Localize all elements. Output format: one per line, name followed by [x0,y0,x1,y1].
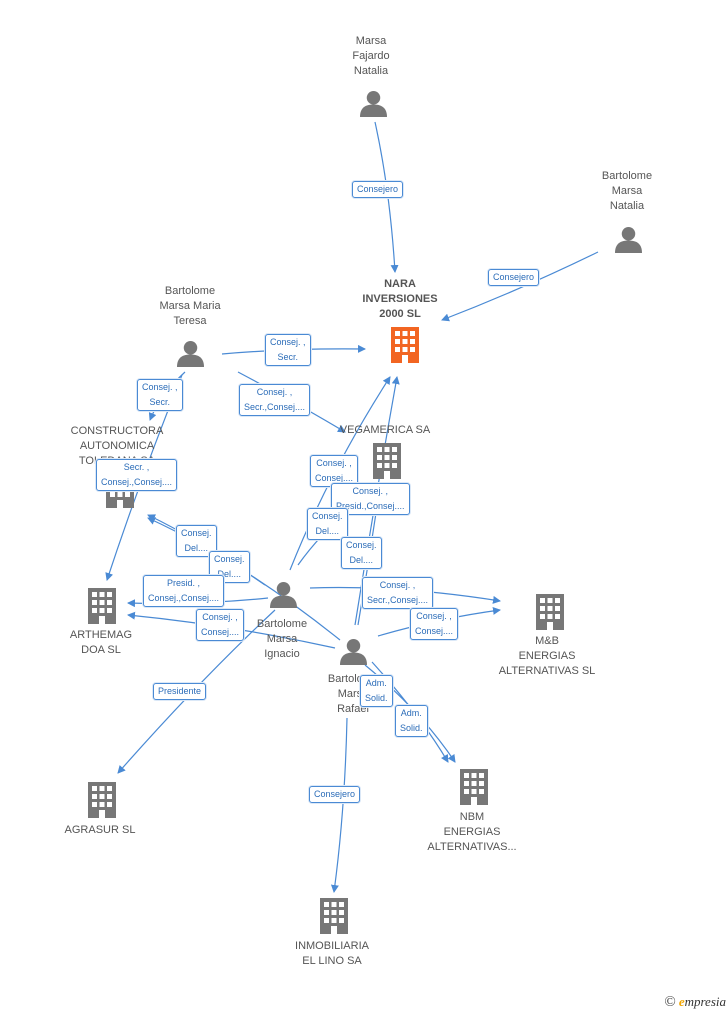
building-icon [88,588,116,624]
edge-label[interactable]: Consej. , Consej.... [310,455,359,487]
edge-label[interactable]: Secr. , Consej.,Consej.... [96,459,178,491]
edge-label[interactable]: Consej. , Secr.,Consej.... [362,577,434,609]
copyright-icon: © [664,994,676,1010]
building-icon [460,769,488,805]
edge-label[interactable]: Consej. Del.... [307,508,348,540]
edge-label[interactable]: Consej. , Secr.,Consej.... [239,384,311,416]
edge-label[interactable]: Presidente [153,683,207,700]
edge-label[interactable]: Consej. , Secr. [265,334,311,366]
edge-rafael-inmobiliaria [330,717,348,893]
edge-label[interactable]: Presid. , Consej.,Consej.... [143,575,225,607]
node-label-bartolome-natalia[interactable]: Bartolome Marsa Natalia [601,170,653,212]
edge-label[interactable]: Consejero [309,786,361,803]
node-label-bartolome-teresa[interactable]: Bartolome Marsa Maria Teresa [159,285,221,327]
edge-label[interactable]: Adm. Solid. [395,705,428,737]
brand-name: mpresia [684,994,726,1009]
empresia-logo[interactable]: ©empresia [664,994,726,1011]
edge-natalia-nara [441,251,599,322]
node-label-mb-energias[interactable]: M&B ENERGIAS ALTERNATIVAS SL [498,635,596,677]
edge-label[interactable]: Consejero [352,181,404,198]
node-label-inmobiliaria[interactable]: INMOBILIARIA EL LINO SA [295,940,369,967]
building-icon [88,782,116,818]
edge-label[interactable]: Consejero [488,269,540,286]
edge-label[interactable]: Consej. , Consej.... [196,609,245,641]
person-icon [177,340,204,367]
node-label-marsa-fajardo[interactable]: Marsa Fajardo Natalia [352,35,390,77]
edge-label[interactable]: Consej. , Consej.... [410,608,459,640]
node-label-agrasur[interactable]: AGRASUR SL [64,824,136,836]
node-label-nbm-energias[interactable]: NBM ENERGIAS ALTERNATIVAS... [427,811,517,853]
person-icon [360,90,387,117]
person-icon [270,581,297,608]
person-icon [340,638,367,665]
building-icon [320,898,348,934]
building-icon [536,594,564,630]
building-icon [391,327,419,363]
edge-label[interactable]: Adm. Solid. [360,675,393,707]
node-label-bartolome-ignacio[interactable]: Bartolome Marsa Ignacio [256,618,308,660]
edge-label[interactable]: Consej. Del.... [341,537,382,569]
node-label-vegamerica[interactable]: VEGAMERICA SA [339,424,431,436]
node-label-arthemag[interactable]: ARTHEMAG DOA SL [69,629,133,656]
edge-label[interactable]: Consej. , Secr. [137,379,183,411]
node-label-nara[interactable]: NARA INVERSIONES 2000 SL [362,278,438,320]
building-icon [373,443,401,479]
person-icon [615,226,642,253]
brand-initial: e [678,994,685,1009]
